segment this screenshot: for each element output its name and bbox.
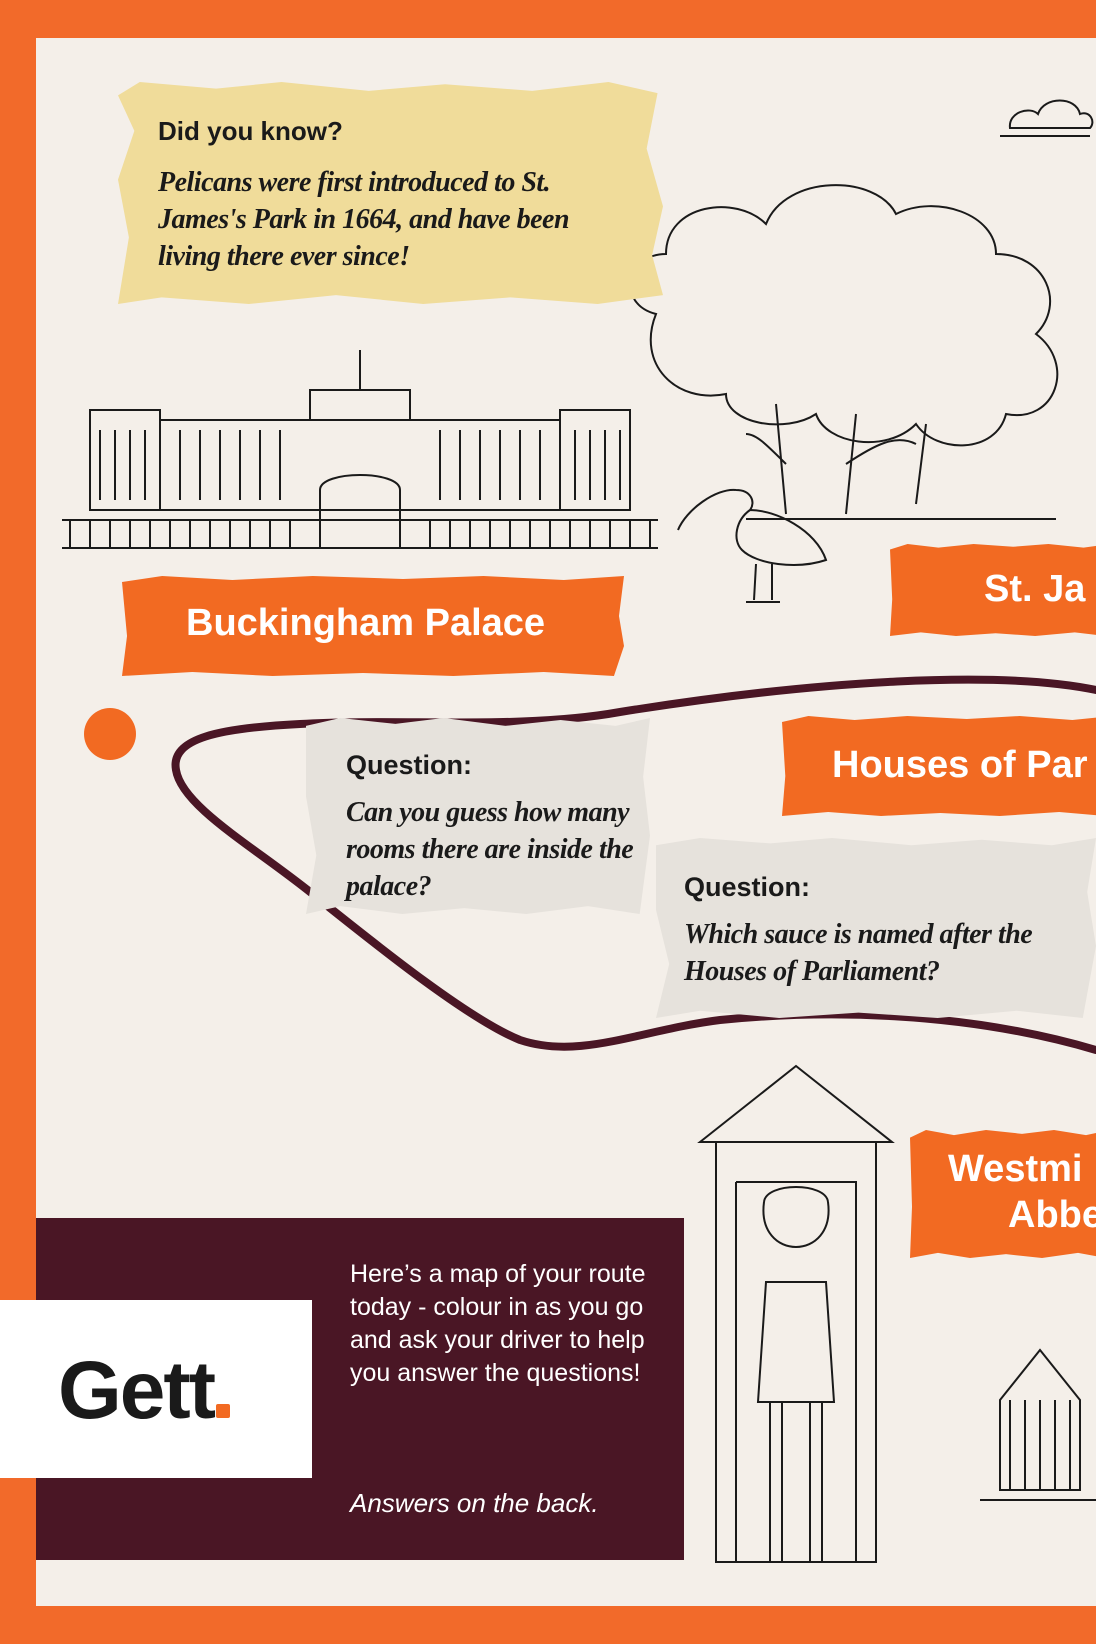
- cloud-illustration: [1000, 99, 1094, 137]
- abbey-illustration: [980, 1348, 1096, 1501]
- did-you-know-note: Did you know? Pelicans were first introd…: [118, 82, 663, 304]
- start-dot: [84, 708, 136, 760]
- did-you-know-text: Pelicans were first introduced to St. Ja…: [158, 167, 570, 272]
- did-you-know-title: Did you know?: [158, 116, 343, 146]
- landmark-label-westminster-line1: Westmi: [948, 1148, 1083, 1190]
- brand-name: Gett: [58, 1345, 216, 1436]
- tree-illustration: [629, 184, 1059, 520]
- guard-illustration: [697, 1064, 895, 1563]
- palace-illustration: [62, 350, 658, 549]
- question-palace-note: Question: Can you guess how many rooms t…: [306, 718, 650, 914]
- brand-dot-icon: [216, 1404, 230, 1418]
- question-parliament-text: Which sauce is named after the Houses of…: [684, 919, 1033, 987]
- landmark-tag-westminster: Westmi Abbe: [910, 1130, 1096, 1258]
- brand-logo-box: Gett: [0, 1300, 312, 1478]
- pelican-illustration: [677, 488, 828, 603]
- landmark-tag-buckingham: Buckingham Palace: [122, 576, 624, 676]
- question-parliament-note: Question: Which sauce is named after the…: [656, 838, 1096, 1018]
- landmark-label-st-james: St. Ja: [984, 568, 1086, 610]
- landmark-label-westminster-line2: Abbe: [1008, 1194, 1096, 1236]
- question-parliament-label: Question:: [684, 872, 810, 902]
- landmark-label-buckingham: Buckingham Palace: [186, 602, 546, 644]
- question-palace-text: Can you guess how many rooms there are i…: [346, 797, 634, 902]
- question-palace-label: Question:: [346, 750, 472, 780]
- landmark-label-parliament: Houses of Par: [832, 744, 1088, 786]
- answers-note: Answers on the back.: [350, 1488, 599, 1518]
- brand-logo: Gett: [58, 1344, 230, 1438]
- landmark-tag-st-james: St. Ja: [890, 544, 1096, 636]
- landmark-tag-parliament: Houses of Par: [782, 716, 1096, 816]
- info-text: Here’s a map of your route today - colou…: [350, 1260, 646, 1387]
